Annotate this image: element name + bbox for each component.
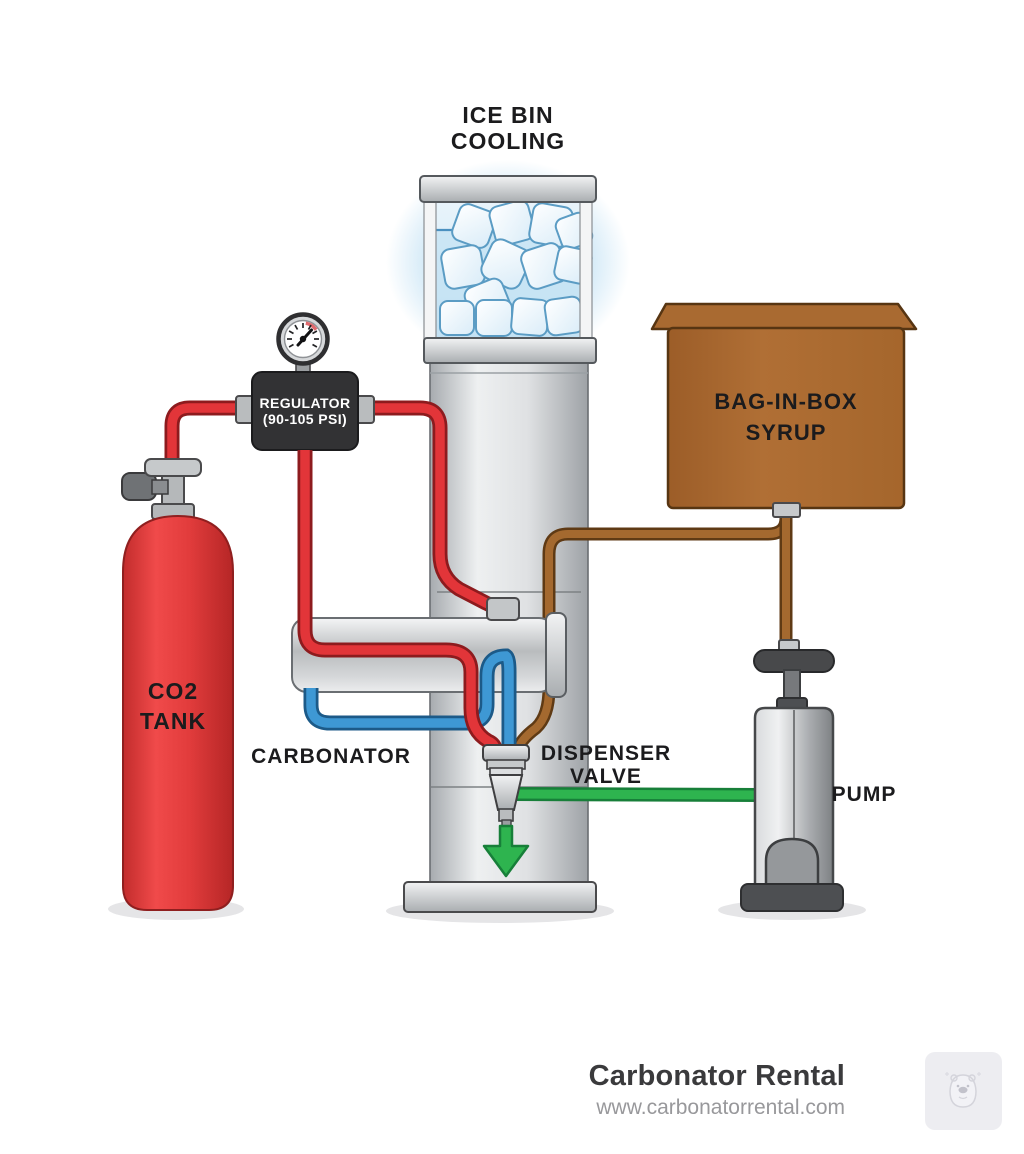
regulator-label: REGULATOR (90-105 PSI)	[259, 395, 351, 427]
ice-bin-lid	[419, 175, 597, 203]
ice-cubes	[439, 199, 594, 337]
ice-bin	[419, 175, 597, 364]
ice-bin-right-rail	[579, 197, 593, 341]
bear-logo-icon	[945, 1072, 981, 1108]
box-outlet-fitting	[772, 502, 801, 518]
bag-in-box-syrup	[650, 302, 918, 510]
brand-url: www.carbonatorrental.com	[596, 1096, 845, 1119]
pump-arch	[764, 837, 820, 892]
box-lid	[650, 302, 918, 331]
tank-valve-cap	[144, 458, 202, 477]
pump-label: PUMP	[831, 783, 897, 806]
pressure-gauge	[276, 312, 330, 366]
finished-drink-tube	[511, 787, 761, 802]
carbonator-end-cap	[545, 612, 567, 698]
co2-tube-tank-to-regulator	[164, 400, 244, 468]
regulator	[235, 312, 375, 451]
soda-water-tube	[303, 648, 517, 750]
dispenser-valve-label: DISPENSER VALVE	[540, 742, 672, 788]
pump-base	[740, 883, 844, 912]
tank-body	[122, 514, 234, 911]
ice-bin-left-rail	[423, 197, 437, 341]
pump-handle	[753, 649, 835, 673]
bag-in-box-label: BAG-IN-BOX SYRUP	[714, 389, 858, 445]
ice-bin-label: ICE BIN COOLING	[450, 102, 566, 154]
brand-name: Carbonator Rental	[588, 1060, 845, 1092]
co2-tank-label: CO2 TANK	[139, 678, 207, 734]
co2-tube-regulator-to-valve	[297, 450, 503, 751]
ice-bin-bottom-frame	[423, 337, 597, 364]
dispenser-valve-nozzle	[482, 744, 530, 827]
carbonator-label: CARBONATOR	[251, 745, 411, 768]
carbonator-inlet-fitting	[486, 597, 520, 621]
syrup-pump	[740, 639, 844, 912]
co2-tank	[121, 458, 234, 911]
dispense-arrow-icon	[482, 824, 530, 878]
branding-block: Carbonator Rental www.carbonatorrental.c…	[325, 1060, 845, 1120]
syrup-tube-to-tower	[511, 511, 793, 757]
tower-base	[403, 881, 597, 913]
tank-valve-handle	[121, 472, 157, 501]
brand-logo-chip	[925, 1052, 1002, 1130]
